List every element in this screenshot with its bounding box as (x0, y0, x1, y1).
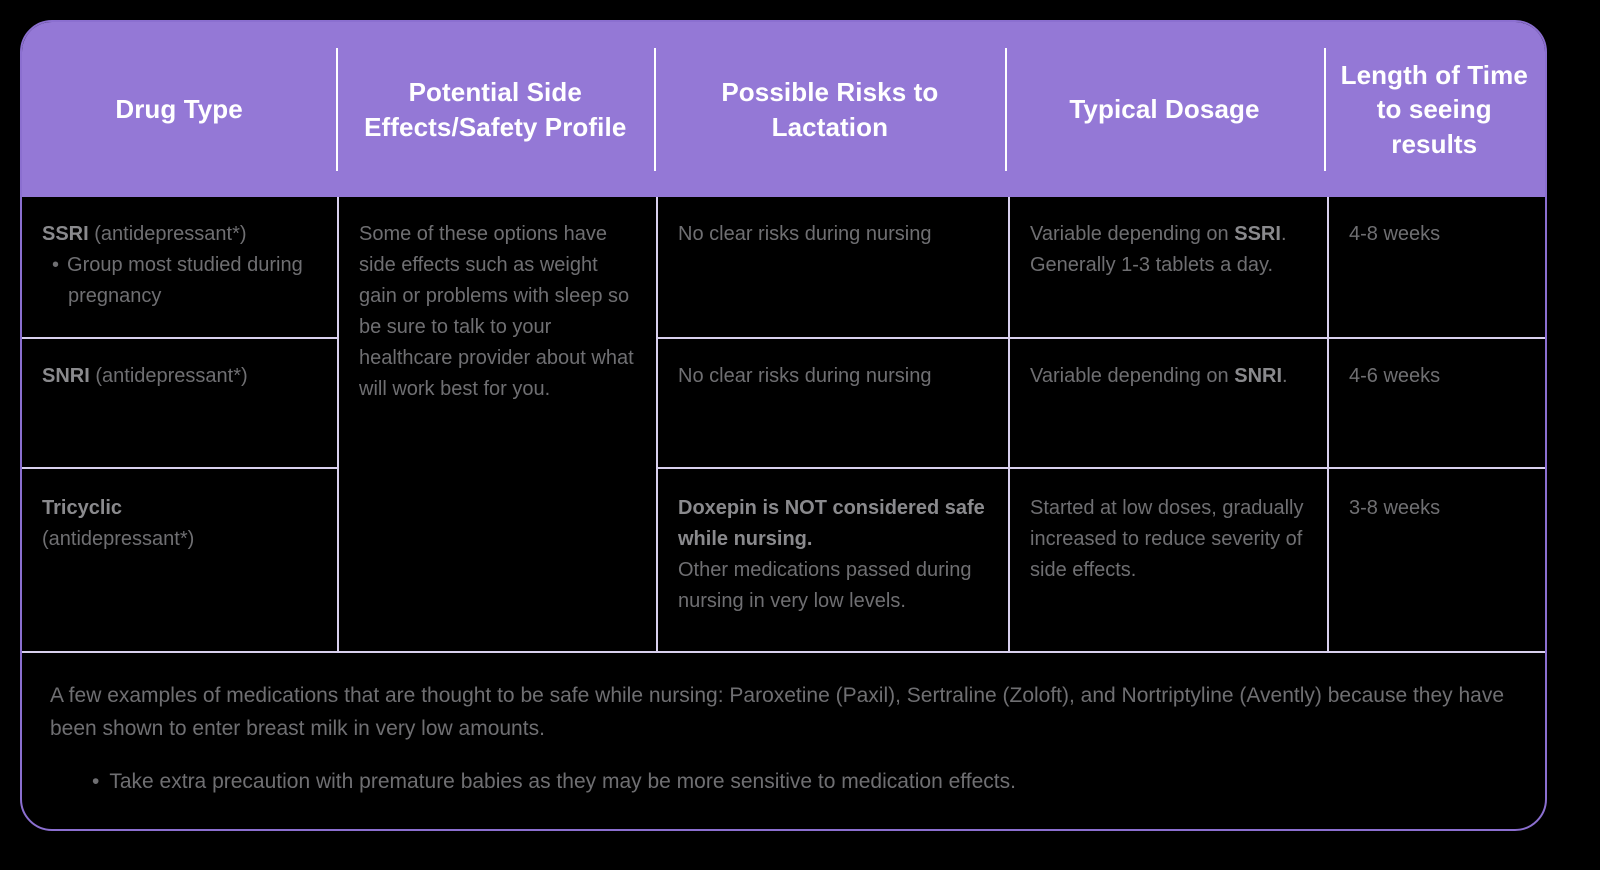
column-risks: No clear risks during nursing No clear r… (658, 197, 1008, 651)
table-row: SSRI (antidepressant*) Group most studie… (22, 197, 337, 337)
dosage-text-tricyclic: Started at low doses, gradually increase… (1030, 497, 1304, 581)
drug-name-tricyclic: Tricyclic (42, 497, 123, 519)
column-header-length: Length of Time to seeing results (1323, 22, 1545, 197)
risks-text-ssri: No clear risks during nursing (678, 223, 932, 245)
dosage-post-ssri: . Generally 1-3 tablets a day. (1030, 223, 1287, 276)
length-tricyclic: 3-8 weeks (1349, 497, 1441, 519)
dosage-pre-ssri: Variable depending on (1030, 223, 1235, 245)
length-snri: 4-6 weeks (1349, 365, 1441, 387)
table-row: 4-6 weeks (1329, 339, 1545, 467)
drug-name-snri: SNRI (42, 365, 90, 387)
table-row: Doxepin is NOT considered safe while nur… (658, 469, 1008, 651)
column-header-length-label: Length of Time to seeing results (1340, 59, 1528, 159)
column-header-side-effects: Potential Side Effects/Safety Profile (336, 22, 654, 197)
dosage-pre-snri: Variable depending on (1030, 365, 1235, 387)
row-divider-1-left (22, 337, 337, 339)
column-header-dosage-label: Typical Dosage (1069, 94, 1260, 125)
length-ssri: 4-8 weeks (1349, 223, 1441, 245)
column-divider-2 (656, 197, 658, 651)
footer-paragraph: A few examples of medications that are t… (50, 684, 1505, 741)
column-divider-1 (337, 197, 339, 651)
drug-qualifier-ssri: (antidepressant*) (88, 223, 247, 245)
table-footer-note: A few examples of medications that are t… (22, 653, 1545, 829)
column-header-dosage: Typical Dosage (1005, 22, 1323, 197)
drug-name-ssri: SSRI (42, 223, 89, 245)
side-effects-merged-cell: Some of these options have side effects … (339, 197, 656, 651)
table-row: 3-8 weeks (1329, 469, 1545, 651)
table-row: SNRI (antidepressant*) (22, 339, 337, 467)
table-row: Started at low doses, gradually increase… (1010, 469, 1327, 651)
footer-bullet: Take extra precaution with premature bab… (50, 765, 1511, 798)
dosage-bold-ssri: SSRI (1234, 223, 1281, 245)
risks-text-snri: No clear risks during nursing (678, 365, 932, 387)
column-header-drug-type: Drug Type (22, 22, 336, 197)
column-header-side-effects-label: Potential Side Effects/Safety Profile (364, 76, 627, 142)
column-length: 4-8 weeks 4-6 weeks 3-8 weeks (1329, 197, 1545, 651)
column-drug-type: SSRI (antidepressant*) Group most studie… (22, 197, 337, 651)
column-header-drug-type-label: Drug Type (115, 94, 243, 125)
table-header-row: Drug Type Potential Side Effects/Safety … (22, 22, 1545, 197)
drug-qualifier-snri: (antidepressant*) (89, 365, 248, 387)
medication-table-card: Drug Type Potential Side Effects/Safety … (20, 20, 1547, 831)
footer-divider (22, 651, 1545, 653)
column-divider-3 (1008, 197, 1010, 651)
risks-warning-tricyclic: Doxepin is NOT considered safe while nur… (678, 497, 985, 550)
risks-text-tricyclic: Other medications passed during nursing … (678, 559, 972, 612)
dosage-post-snri: . (1282, 365, 1288, 387)
table-body: SSRI (antidepressant*) Group most studie… (22, 197, 1545, 651)
table-row: Variable depending on SSRI. Generally 1-… (1010, 197, 1327, 337)
row-divider-2-left (22, 467, 337, 469)
table-row: 4-8 weeks (1329, 197, 1545, 337)
dosage-bold-snri: SNRI (1234, 365, 1283, 387)
table-row: No clear risks during nursing (658, 339, 1008, 467)
column-header-risks: Possible Risks to Lactation (654, 22, 1005, 197)
column-divider-4 (1327, 197, 1329, 651)
column-header-risks-label: Possible Risks to Lactation (721, 76, 939, 142)
table-row: No clear risks during nursing (658, 197, 1008, 337)
row-divider-2-right (658, 467, 1545, 469)
drug-bullet-ssri: Group most studied during pregnancy (42, 250, 317, 312)
row-divider-1-right (658, 337, 1545, 339)
side-effects-text: Some of these options have side effects … (359, 223, 634, 400)
drug-qualifier-tricyclic: (antidepressant*) (42, 528, 195, 550)
column-side-effects: Some of these options have side effects … (339, 197, 656, 651)
table-row: Variable depending on SNRI. (1010, 339, 1327, 467)
column-dosage: Variable depending on SSRI. Generally 1-… (1010, 197, 1327, 651)
table-row: Tricyclic (antidepressant*) (22, 469, 337, 651)
